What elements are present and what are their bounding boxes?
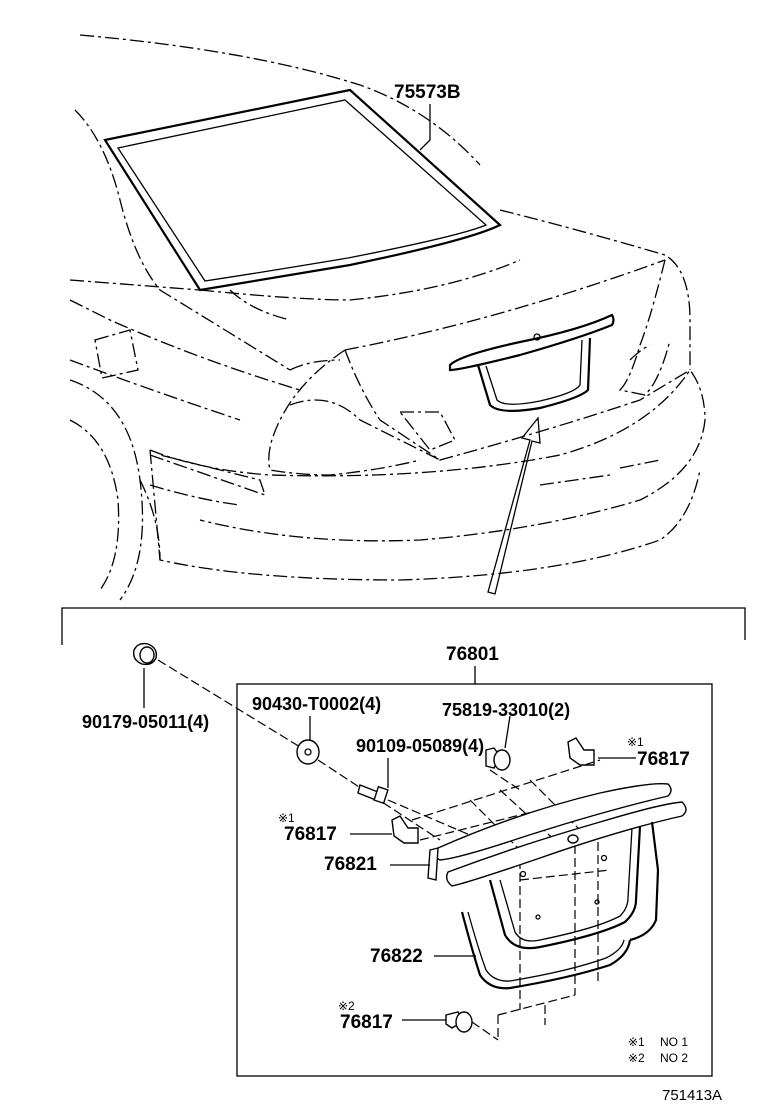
moulding-76822-part: [460, 911, 632, 990]
label-76822: 76822: [370, 946, 423, 967]
illustration-code: 751413A: [662, 1087, 722, 1104]
dash-bottom: [471, 1021, 499, 1041]
clip-90179-part: [132, 642, 158, 708]
screw-90109-part: [357, 784, 389, 805]
legend-text-1: NO 1: [660, 1035, 688, 1049]
rear-window-weatherstrip: [103, 88, 502, 292]
label-76821: 76821: [324, 854, 377, 875]
mark-bottom-2: ※2: [338, 999, 355, 1013]
mark-left-1: ※1: [278, 811, 295, 825]
label-76817-left: 76817: [284, 824, 337, 845]
label-76801: 76801: [446, 644, 499, 665]
car-rear-illustration: [69, 34, 706, 601]
dash-90109: [387, 799, 471, 836]
label-90109-05089: 90109-05089(4): [356, 736, 484, 756]
bracket-76817-bottom-part: [445, 1011, 473, 1033]
leader-75573B: [419, 104, 431, 151]
bracket-76817-right-part: [567, 737, 595, 766]
legend-text-2: NO 2: [660, 1051, 688, 1065]
label-75573B: 75573B: [394, 82, 461, 103]
dash-90179: [157, 659, 306, 751]
license-garnish-part: [434, 783, 687, 950]
label-76817-bottom: 76817: [340, 1012, 393, 1033]
legend-mark-1: ※1: [628, 1035, 645, 1049]
clip-75819-part: [485, 715, 511, 771]
label-75819-33010: 75819-33010(2): [442, 700, 570, 720]
nut-90430-part: [296, 716, 320, 765]
legend: ※1 NO 1 ※2 NO 2: [628, 1035, 688, 1065]
label-90179-05011: 90179-05011(4): [82, 712, 209, 732]
label-90430-T0002: 90430-T0002(4): [252, 694, 381, 714]
section-bracket: [61, 607, 746, 645]
cushion-76821-part: [427, 847, 439, 881]
location-arrow: [487, 416, 541, 595]
label-76817-right: 76817: [637, 749, 690, 770]
legend-mark-2: ※2: [628, 1051, 645, 1065]
car-license-garnish: [448, 313, 615, 412]
bracket-76817-left-part: [391, 815, 419, 844]
mark-right-1: ※1: [627, 735, 644, 749]
